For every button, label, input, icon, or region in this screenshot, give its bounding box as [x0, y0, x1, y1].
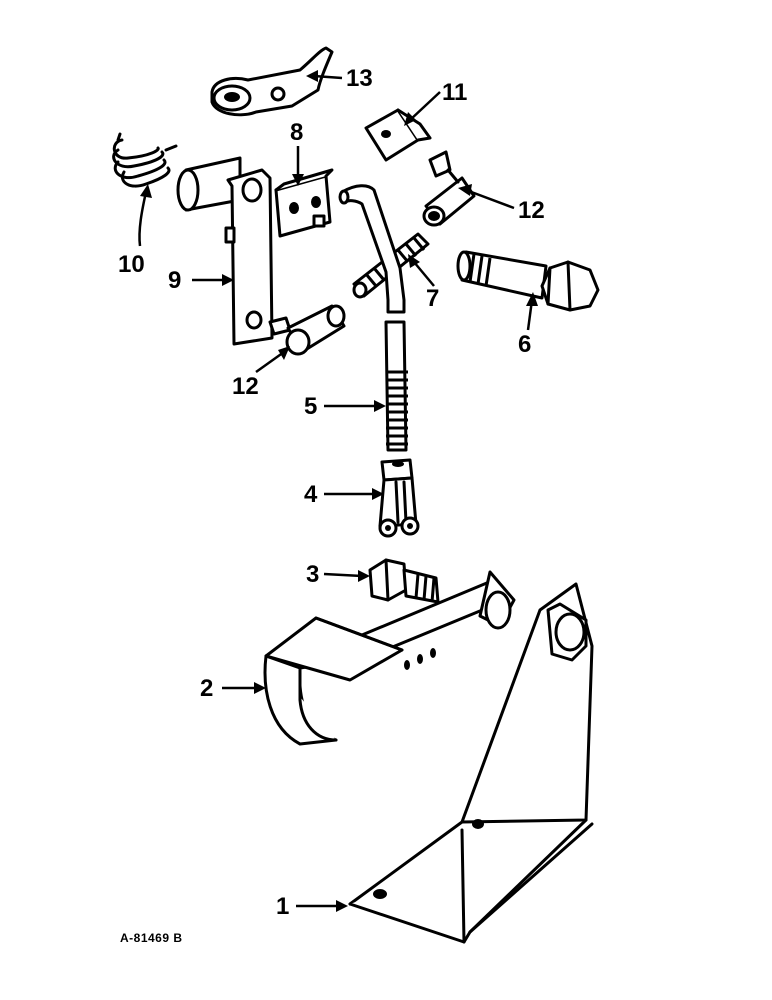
callout-13: 13 [306, 65, 373, 92]
callout-11: 11 [404, 79, 467, 126]
callout-8: 8 [290, 119, 304, 186]
callout-5-label: 5 [304, 393, 317, 420]
callout-12-left-label: 12 [232, 373, 259, 400]
drawing-code: A-81469 B [120, 931, 183, 945]
part-9-pivot-plate [176, 156, 274, 346]
part-2-pedal [263, 570, 516, 746]
part-4-clevis [378, 458, 420, 538]
callout-9-label: 9 [168, 267, 181, 294]
part-6-bolt [456, 250, 600, 312]
callout-7-label: 7 [426, 285, 439, 312]
callout-1: 1 [276, 893, 348, 920]
callout-4: 4 [304, 481, 384, 508]
callout-7: 7 [408, 254, 439, 312]
callout-10: 10 [118, 184, 152, 278]
callout-11-label: 11 [442, 79, 467, 106]
callout-6-label: 6 [518, 331, 531, 358]
callout-12-left: 12 [232, 346, 290, 400]
part-3-shoulder-bolt [368, 558, 440, 604]
callout-4-label: 4 [304, 481, 318, 508]
part-10-spring [112, 132, 178, 188]
callout-12-right: 12 [458, 184, 545, 224]
callout-3-label: 3 [306, 561, 319, 588]
part-11-clip [364, 108, 432, 162]
callout-2: 2 [200, 675, 266, 702]
callout-2-label: 2 [200, 675, 213, 702]
part-8-plate [274, 168, 334, 238]
part-5-rod [338, 184, 408, 452]
callout-1-label: 1 [276, 893, 289, 920]
callout-12-right-label: 12 [518, 197, 545, 224]
callout-9: 9 [168, 267, 234, 294]
callout-10-label: 10 [118, 251, 145, 278]
callout-13-label: 13 [346, 65, 373, 92]
callout-6: 6 [518, 292, 538, 358]
callout-5: 5 [304, 393, 386, 420]
part-13-lever [210, 46, 334, 117]
part-12-left-fitting [268, 304, 346, 356]
callout-3: 3 [306, 561, 370, 588]
part-1-bracket [348, 582, 594, 944]
callout-8-label: 8 [290, 119, 303, 146]
